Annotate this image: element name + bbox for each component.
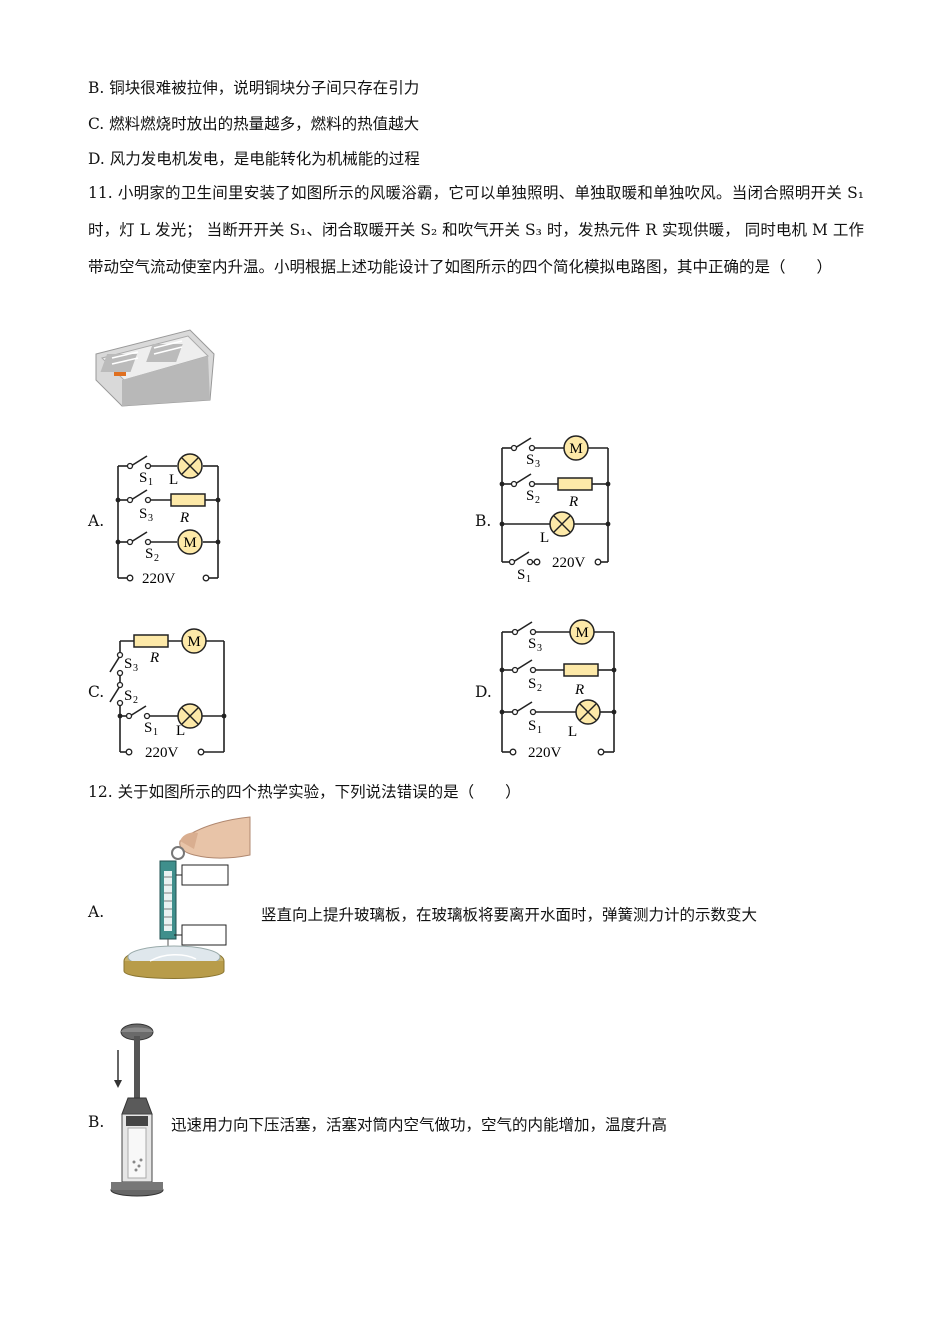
spring-scale-experiment-image — [123, 816, 251, 979]
motor-icon — [181, 628, 207, 654]
motor-icon — [177, 529, 203, 555]
svg-text:L: L — [568, 724, 577, 740]
svg-text:R: R — [574, 682, 584, 698]
resistor-icon — [557, 477, 593, 491]
svg-text:M: M — [183, 535, 196, 551]
q12-option-b-label[interactable]: B. — [88, 1113, 105, 1131]
svg-text:3: 3 — [535, 459, 540, 470]
q11-option-b-label[interactable]: B. — [475, 512, 492, 530]
svg-text:S: S — [528, 718, 536, 734]
q12-option-a-label[interactable]: A. — [88, 903, 105, 921]
option-d-prev: D. 风力发电机发电，是电能转化为机械能的过程 — [88, 150, 420, 168]
option-c-prev: C. 燃料燃烧时放出的热量越多，燃料的热值越大 — [88, 115, 420, 133]
svg-text:M: M — [569, 441, 582, 457]
svg-text:S: S — [517, 567, 525, 583]
svg-text:M: M — [187, 634, 200, 650]
svg-text:R: R — [149, 650, 159, 666]
svg-text:3: 3 — [537, 643, 542, 654]
svg-text:220V: 220V — [552, 555, 586, 571]
svg-text:S: S — [124, 688, 132, 704]
svg-text:S: S — [528, 676, 536, 692]
svg-text:2: 2 — [133, 695, 138, 706]
svg-text:L: L — [540, 530, 549, 546]
svg-text:2: 2 — [537, 683, 542, 694]
svg-text:2: 2 — [154, 553, 159, 564]
q12-option-a-text: 竖直向上提升玻璃板，在玻璃板将要离开水面时，弹簧测力计的示数变大 — [261, 906, 758, 924]
q12-option-b-text: 迅速用力向下压活塞，活塞对筒内空气做功，空气的内能增加，温度升高 — [171, 1116, 668, 1134]
svg-text:L: L — [176, 723, 185, 739]
svg-text:S: S — [124, 656, 132, 672]
motor-icon — [563, 435, 589, 461]
svg-text:R: R — [179, 510, 189, 526]
resistor-icon — [133, 634, 169, 648]
svg-text:S: S — [139, 506, 147, 522]
svg-text:220V: 220V — [145, 745, 179, 761]
svg-text:R: R — [568, 494, 578, 510]
svg-text:1: 1 — [526, 574, 531, 585]
q11-option-d-label[interactable]: D. — [475, 683, 492, 701]
svg-text:L: L — [169, 472, 178, 488]
svg-text:1: 1 — [153, 727, 158, 738]
svg-text:220V: 220V — [142, 571, 176, 586]
svg-text:220V: 220V — [528, 745, 562, 761]
air-compression-cylinder-image — [110, 1023, 164, 1197]
resistor-icon — [563, 663, 599, 677]
svg-text:S: S — [144, 720, 152, 736]
bath-heater-image — [95, 329, 215, 407]
q11-option-a-label[interactable]: A. — [88, 512, 105, 530]
svg-text:1: 1 — [148, 477, 153, 488]
question-12-text: 12. 关于如图所示的四个热学实验，下列说法错误的是（ ） — [88, 783, 521, 801]
svg-text:S: S — [526, 452, 534, 468]
svg-text:S: S — [528, 636, 536, 652]
option-b-prev: B. 铜块很难被拉伸，说明铜块分子间只存在引力 — [88, 79, 420, 97]
svg-text:M: M — [575, 625, 588, 641]
svg-text:S: S — [139, 470, 147, 486]
svg-text:1: 1 — [537, 725, 542, 736]
q11-option-c-label[interactable]: C. — [88, 683, 105, 701]
svg-text:S: S — [145, 546, 153, 562]
svg-text:3: 3 — [133, 663, 138, 674]
svg-text:2: 2 — [535, 495, 540, 506]
svg-text:S: S — [526, 488, 534, 504]
question-11-text: 11. 小明家的卫生间里安装了如图所示的风暖浴霸，它可以单独照明、单独取暖和单独… — [88, 184, 864, 276]
motor-icon — [569, 619, 595, 645]
resistor-icon — [170, 493, 206, 507]
svg-text:3: 3 — [148, 513, 153, 524]
